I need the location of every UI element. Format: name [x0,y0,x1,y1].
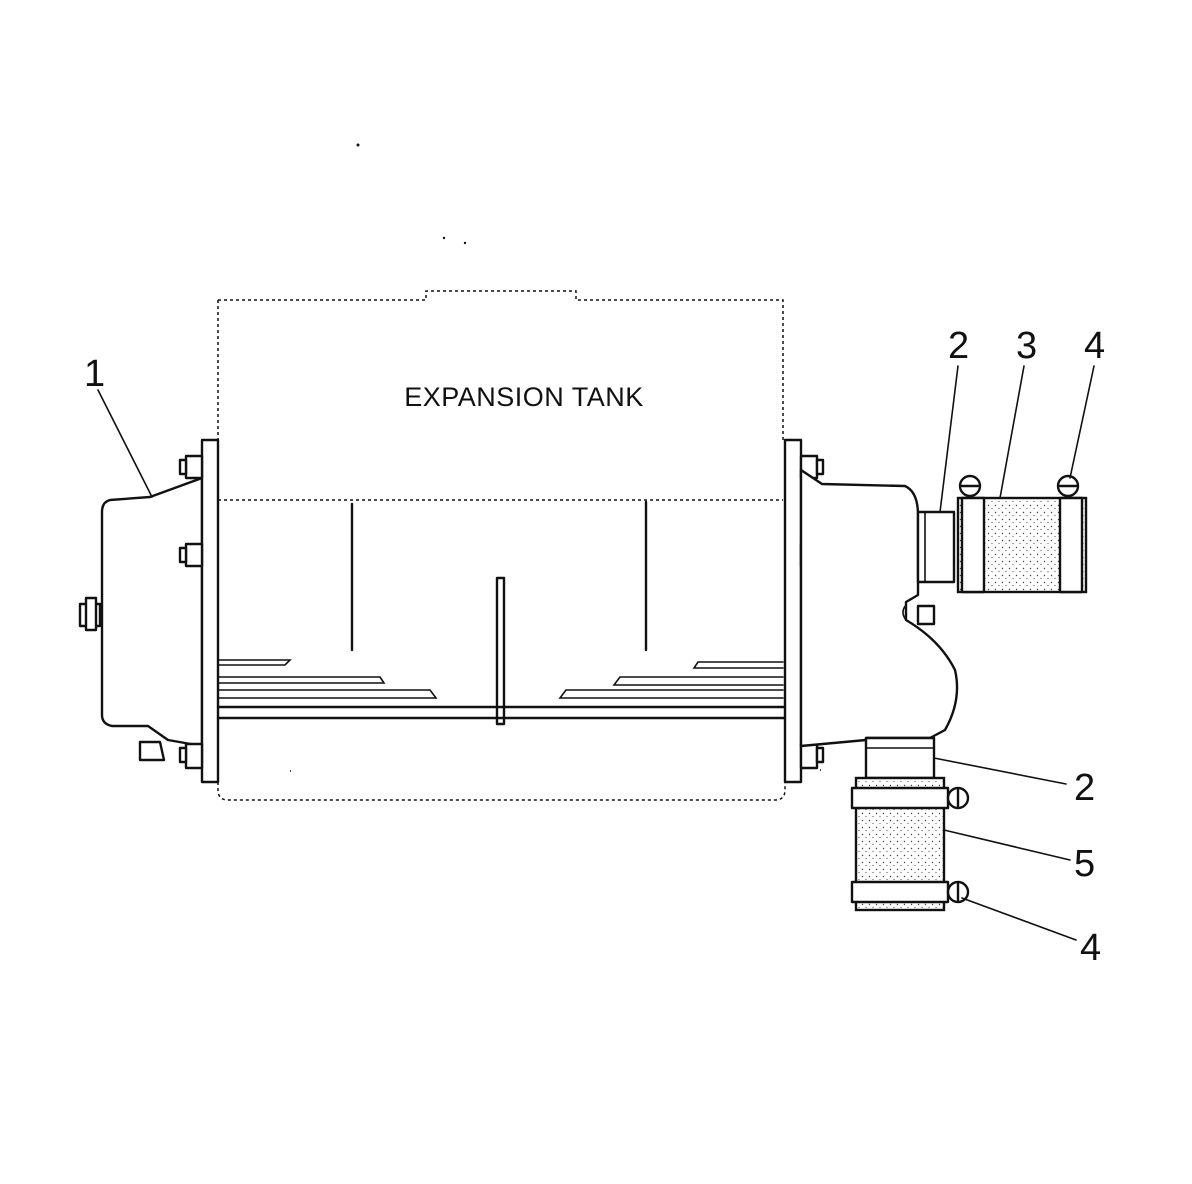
callout-4-top: 4 [1084,325,1105,367]
upper-outlet-assembly [916,474,1088,594]
callout-5: 5 [1074,843,1095,885]
expansion-tank-outline [217,290,821,801]
callout-1: 1 [84,353,105,395]
lower-outlet-assembly [850,736,970,912]
callout-3: 3 [1016,325,1037,367]
core-internals [216,500,787,726]
right-flange [783,438,825,784]
callout-4-bottom: 4 [1080,927,1101,969]
stray-marks [356,143,467,245]
left-flange [178,438,220,784]
left-end-housing [78,476,204,762]
leader-lines [97,365,1095,941]
callout-2-top: 2 [948,325,969,367]
callout-2-bottom: 2 [1074,767,1095,809]
tank-label: EXPANSION TANK [404,382,644,412]
